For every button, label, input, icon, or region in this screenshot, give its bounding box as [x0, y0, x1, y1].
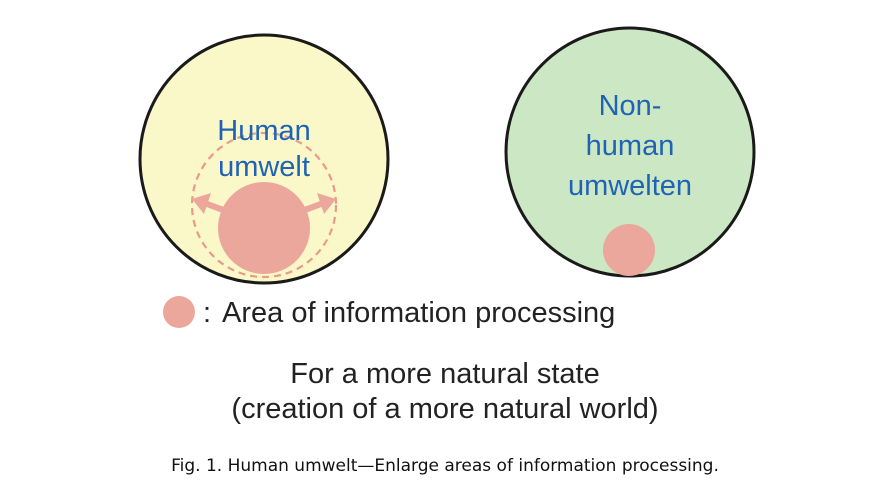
statement: For a more natural state (creation of a … — [231, 358, 658, 425]
nonhuman-umwelten-label-line3: umwelten — [568, 170, 692, 202]
statement-line1: For a more natural state — [290, 358, 599, 390]
nonhuman-umwelten-group: Non- human umwelten — [504, 26, 756, 278]
expansion-ring — [190, 131, 338, 279]
legend-swatch — [163, 296, 195, 328]
expand-arrow-right-icon — [299, 193, 336, 214]
human-umwelt-group: Human umwelt — [138, 33, 390, 285]
human-processing-area — [218, 182, 310, 274]
legend: : Area of information processing — [163, 296, 615, 329]
human-umwelt-label-line2: umwelt — [218, 151, 310, 183]
human-umwelt-circle — [138, 33, 390, 285]
nonhuman-umwelten-label-line2: human — [586, 130, 675, 162]
nonhuman-umwelten-circle — [504, 26, 756, 278]
nonhuman-processing-area — [603, 224, 655, 276]
statement-line2: (creation of a more natural world) — [231, 393, 658, 425]
figure-caption: Fig. 1. Human umwelt—Enlarge areas of in… — [171, 456, 719, 476]
legend-colon: : — [203, 297, 211, 329]
human-umwelt-label-line1: Human — [217, 115, 311, 147]
legend-label: Area of information processing — [222, 297, 615, 329]
expand-arrow-left-icon — [192, 193, 229, 214]
nonhuman-umwelten-label-line1: Non- — [599, 90, 662, 122]
